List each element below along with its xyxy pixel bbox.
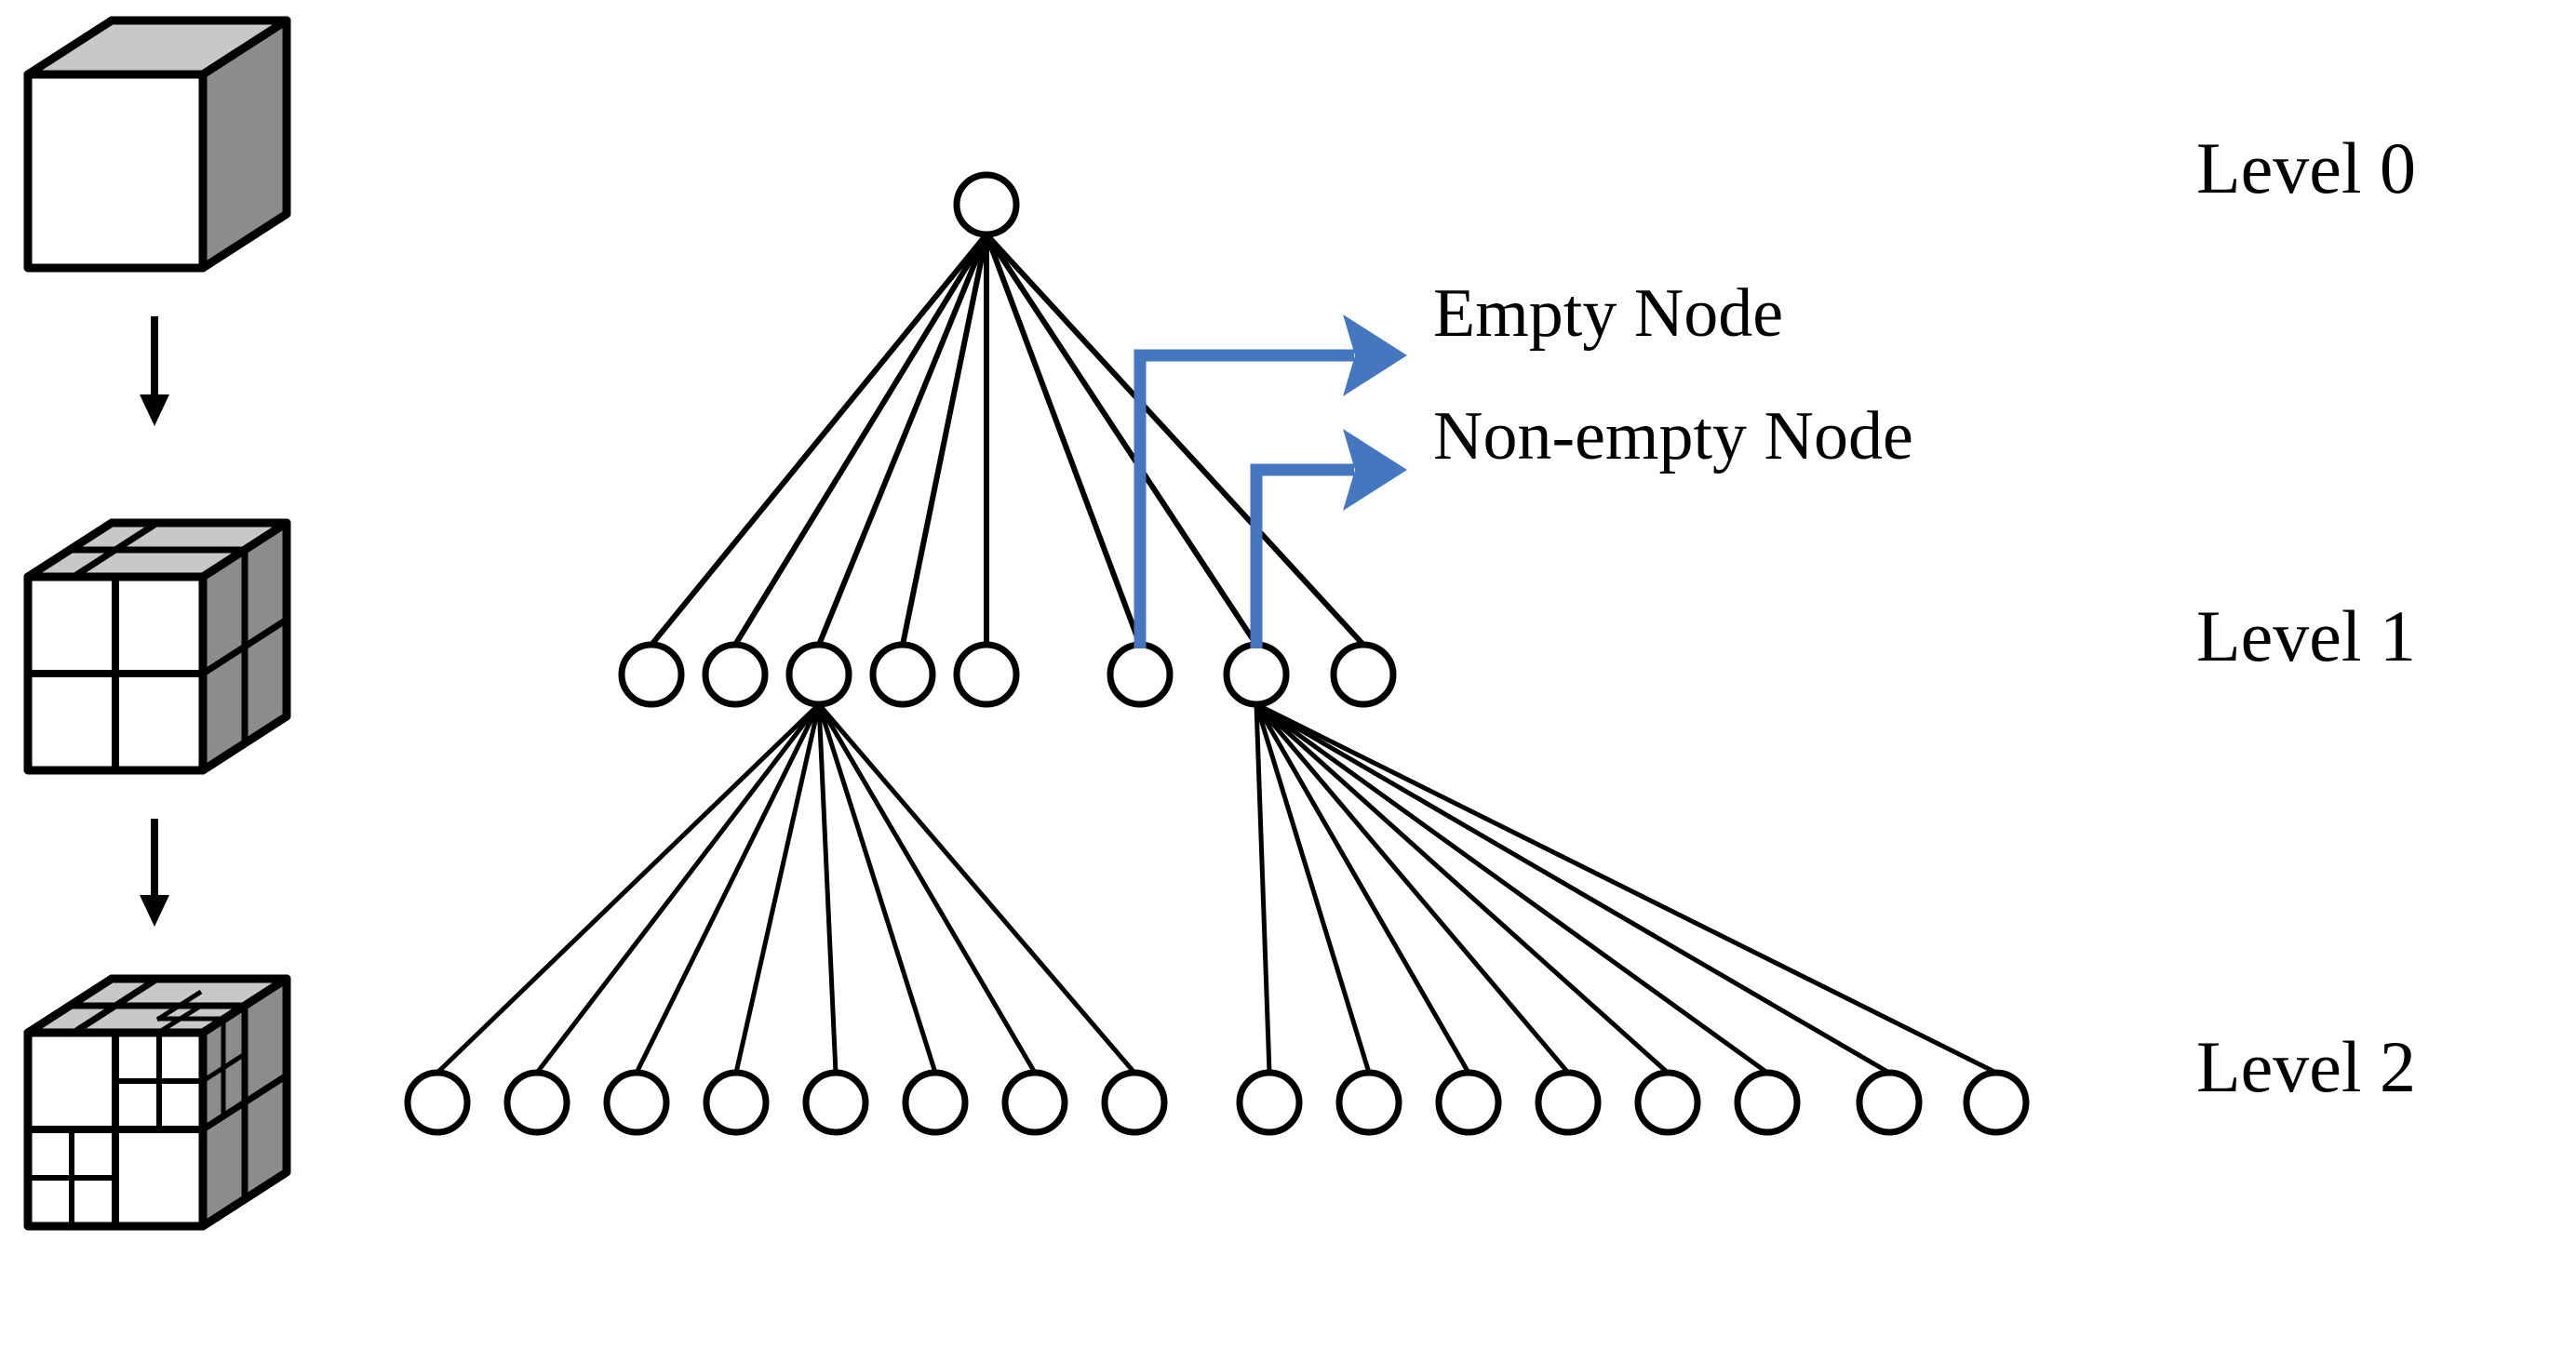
tree-node-n2-15[interactable] — [1963, 1069, 2030, 1136]
tree-node-n2-5[interactable] — [902, 1069, 969, 1136]
tree-edges-n1-6-to-level2 — [1254, 701, 1998, 1075]
edge-root-n1-6 — [984, 233, 1259, 647]
edge-n1-2-n2-1 — [535, 702, 821, 1075]
edge-root-n1-1 — [732, 233, 989, 647]
tree-node-n2-4[interactable] — [802, 1069, 869, 1136]
tree-node-n2-11[interactable] — [1535, 1069, 1602, 1136]
tree-edges-root-to-level1 — [649, 232, 1366, 648]
tree-level-2-nodes — [404, 1069, 2030, 1136]
tree-node-n2-6[interactable] — [1001, 1069, 1068, 1136]
edge-n1-2-n2-6 — [816, 702, 1038, 1075]
tree-node-n2-1[interactable] — [503, 1069, 570, 1136]
cube1-top-grid-d — [72, 520, 159, 580]
tree-node-n1-4[interactable] — [953, 641, 1020, 708]
cube0-front-face — [23, 70, 208, 273]
edge-n1-2-n2-4 — [816, 703, 839, 1074]
tree-node-n2-8[interactable] — [1236, 1069, 1303, 1136]
edge-n1-2-n2-3 — [733, 703, 822, 1074]
level-0-label: Level 0 — [2196, 127, 2417, 208]
edge-root-n1-5 — [984, 233, 1143, 647]
edge-n1-6-n2-14 — [1254, 701, 1891, 1075]
non-empty-node-label: Non-empty Node — [1433, 398, 1913, 474]
tree-node-n2-10[interactable] — [1435, 1069, 1502, 1136]
edge-n1-2-n2-5 — [816, 703, 938, 1074]
tree-node-n2-12[interactable] — [1634, 1069, 1701, 1136]
edge-n1-6-n2-9 — [1254, 703, 1372, 1074]
subdivide-arrow-1 — [140, 316, 169, 426]
tree-node-n2-0[interactable] — [404, 1069, 471, 1136]
subdivide-arrow-2 — [140, 819, 169, 927]
edge-n1-2-n2-2 — [634, 702, 822, 1075]
cube-level-2 — [23, 974, 291, 1231]
edge-n1-6-n2-12 — [1254, 702, 1670, 1075]
level-1-label: Level 1 — [2196, 595, 2417, 676]
cube2-top-fine-d1 — [155, 989, 203, 1022]
tree-node-n2-13[interactable] — [1734, 1069, 1801, 1136]
cube2-top-grid-d — [72, 976, 159, 1035]
edge-n1-6-n2-11 — [1254, 702, 1570, 1075]
level-2-label: Level 2 — [2196, 1026, 2417, 1107]
tree-level-1-nodes — [618, 641, 1397, 708]
empty-node-label: Empty Node — [1433, 275, 1784, 352]
tree-node-n1-3[interactable] — [869, 641, 936, 708]
annotation-arrow-empty-node — [1134, 314, 1407, 648]
non-empty-node-arrowhead — [1343, 429, 1407, 511]
tree-node-n2-2[interactable] — [603, 1069, 670, 1136]
edge-root-n1-0 — [649, 233, 989, 647]
edge-n1-2-n2-7 — [817, 702, 1136, 1075]
tree-node-n0[interactable] — [953, 171, 1020, 238]
tree-node-n1-7[interactable] — [1330, 641, 1397, 708]
edge-root-n1-7 — [984, 232, 1366, 648]
edge-n1-6-n2-15 — [1254, 701, 1998, 1075]
tree-node-n1-1[interactable] — [702, 641, 769, 708]
cube2-top-fine-d2 — [156, 1003, 203, 1035]
edge-n1-6-n2-8 — [1254, 703, 1272, 1074]
tree-node-n2-14[interactable] — [1856, 1069, 1923, 1136]
edge-n1-6-n2-13 — [1254, 701, 1769, 1075]
tree-node-n1-2[interactable] — [785, 641, 852, 708]
tree-node-n2-3[interactable] — [703, 1069, 770, 1136]
cube-level-0 — [23, 16, 291, 273]
edge-n1-6-n2-10 — [1254, 702, 1471, 1075]
tree-node-n2-9[interactable] — [1335, 1069, 1402, 1136]
tree-level-0-nodes — [953, 171, 1020, 238]
edge-root-n1-2 — [816, 233, 989, 647]
tree-node-n1-0[interactable] — [618, 641, 685, 708]
edge-n1-2-n2-0 — [436, 702, 821, 1075]
tree-node-n1-6[interactable] — [1223, 641, 1290, 708]
non-empty-node-elbow-line — [1250, 463, 1354, 648]
tree-node-n1-5[interactable] — [1107, 641, 1174, 708]
tree-node-n2-7[interactable] — [1101, 1069, 1168, 1136]
empty-node-elbow-line — [1134, 349, 1354, 648]
edge-root-n1-3 — [900, 234, 989, 646]
empty-node-arrowhead — [1343, 314, 1407, 396]
annotation-arrow-non-empty-node — [1250, 429, 1407, 648]
tree-edges-n1-2-to-level2 — [436, 702, 1136, 1075]
cube-level-1 — [23, 518, 291, 775]
